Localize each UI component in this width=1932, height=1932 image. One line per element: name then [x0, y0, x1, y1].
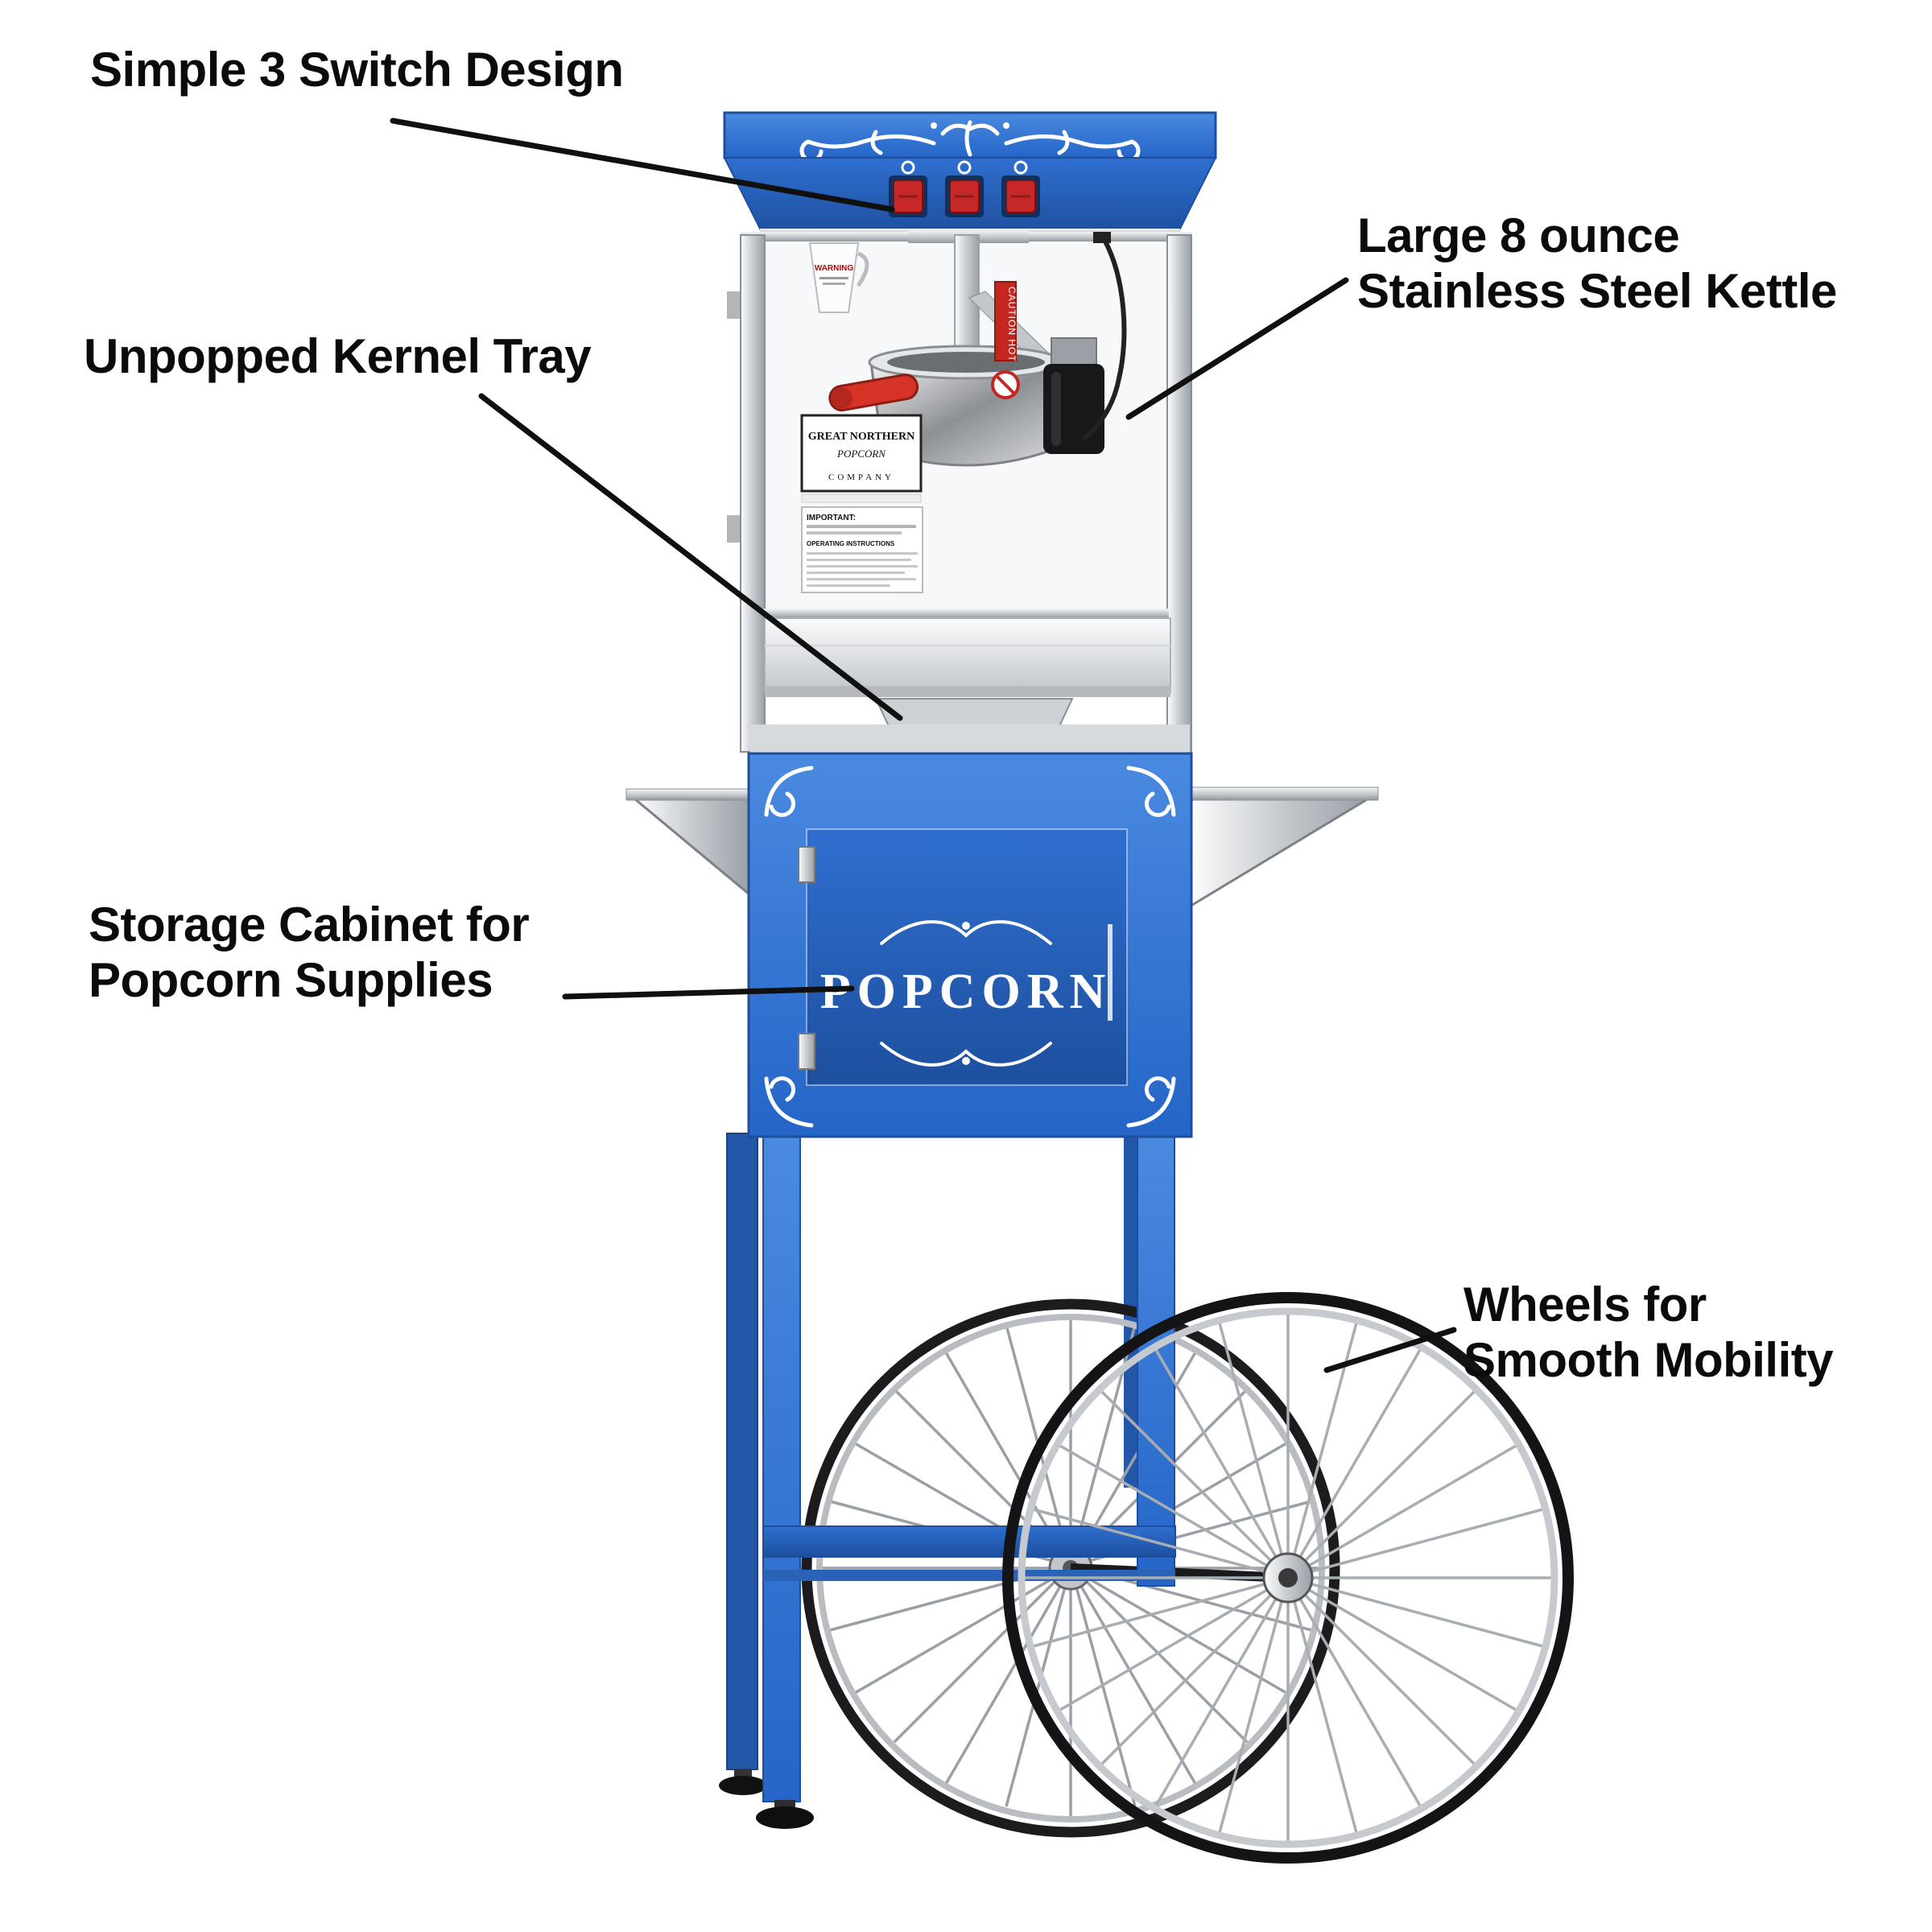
callout-tray-text: Unpopped Kernel Tray — [84, 329, 592, 383]
switch-panel — [889, 160, 1040, 217]
callout-cabinet-line2: Popcorn Supplies — [89, 953, 493, 1007]
callout-line-switches — [390, 118, 895, 213]
kettle-handle — [828, 374, 919, 412]
callout-cabinet: Storage Cabinet for Popcorn Supplies — [89, 897, 530, 1008]
door-handle — [1108, 924, 1113, 1021]
kernel-tray — [874, 698, 1074, 727]
side-shelves — [625, 786, 1379, 909]
switch-icon-2 — [957, 160, 972, 175]
door-hinge-top — [798, 846, 815, 883]
callout-kettle: Large 8 ounce Stainless Steel Kettle — [1357, 208, 1837, 319]
rear-foot — [719, 1776, 767, 1795]
callout-switches-text: Simple 3 Switch Design — [90, 43, 624, 97]
brand-line2: POPCORN — [836, 448, 886, 460]
callout-line-kettle — [1125, 277, 1349, 420]
case-base — [750, 724, 1190, 753]
cabinet-door — [806, 828, 1128, 1086]
callout-line-tray — [478, 393, 903, 721]
door-hinge-upper — [727, 291, 740, 319]
switch-icon-1 — [901, 160, 915, 175]
switch-icon-3 — [1013, 160, 1028, 175]
door-hinge-bottom — [798, 1033, 815, 1070]
callout-switches: Simple 3 Switch Design — [90, 42, 624, 97]
hood-ornament — [799, 120, 1141, 163]
left-shelf — [630, 797, 752, 898]
callout-tray: Unpopped Kernel Tray — [84, 328, 592, 384]
popcorn-door-text: POPCORN — [820, 964, 1113, 1019]
kettle-assembly — [828, 230, 1127, 467]
instructions-subheading: OPERATING INSTRUCTIONS — [807, 540, 895, 547]
right-shelf — [1188, 797, 1373, 909]
power-cord — [1083, 237, 1127, 440]
callout-line-wheels — [1323, 1327, 1457, 1373]
brand-line1: GREAT NORTHERN — [808, 431, 914, 443]
instructions-label: IMPORTANT: OPERATING INSTRUCTIONS — [801, 506, 923, 593]
rear-legs — [719, 1133, 1145, 1795]
brand-label: GREAT NORTHERN POPCORN COMPANY — [800, 414, 923, 503]
rear-tire — [801, 1298, 1340, 1838]
measuring-scoop: WARNING — [808, 242, 869, 313]
front-wheel — [1002, 1292, 1574, 1864]
caution-label: CAUTION HOT — [991, 281, 1020, 399]
callout-wheels-line1: Wheels for — [1463, 1278, 1707, 1331]
brand-line3: COMPANY — [828, 473, 894, 482]
warning-sticker-text: WARNING — [815, 264, 854, 273]
cabinet-corner-ornaments — [764, 766, 1176, 1128]
cross-brace — [762, 1525, 1176, 1558]
hood — [723, 111, 1217, 237]
callout-wheels-line2: Smooth Mobility — [1463, 1333, 1834, 1387]
front-tire — [1002, 1292, 1574, 1864]
cart-frame — [756, 1133, 1289, 1829]
door-hinge-lower — [727, 515, 740, 543]
caution-label-text: CAUTION HOT — [1006, 287, 1018, 362]
callout-lines — [390, 118, 1457, 1373]
glass-case: WARNING — [727, 230, 1192, 753]
callout-line-cabinet — [562, 985, 855, 1000]
callout-kettle-line1: Large 8 ounce — [1357, 208, 1680, 262]
callout-kettle-line2: Stainless Steel Kettle — [1357, 264, 1837, 318]
front-right-leg — [1137, 1133, 1175, 1587]
tray-panel — [764, 617, 1171, 693]
storage-cabinet: POPCORN — [747, 752, 1193, 1138]
door-flourishes — [880, 920, 1052, 1067]
instructions-heading: IMPORTANT: — [807, 514, 856, 522]
case-left-post — [740, 234, 766, 753]
callout-wheels: Wheels for Smooth Mobility — [1463, 1277, 1834, 1388]
front-foot — [756, 1806, 814, 1829]
callout-cabinet-line1: Storage Cabinet for — [89, 898, 530, 952]
front-left-leg — [762, 1133, 801, 1802]
lower-brace — [763, 1570, 1175, 1581]
